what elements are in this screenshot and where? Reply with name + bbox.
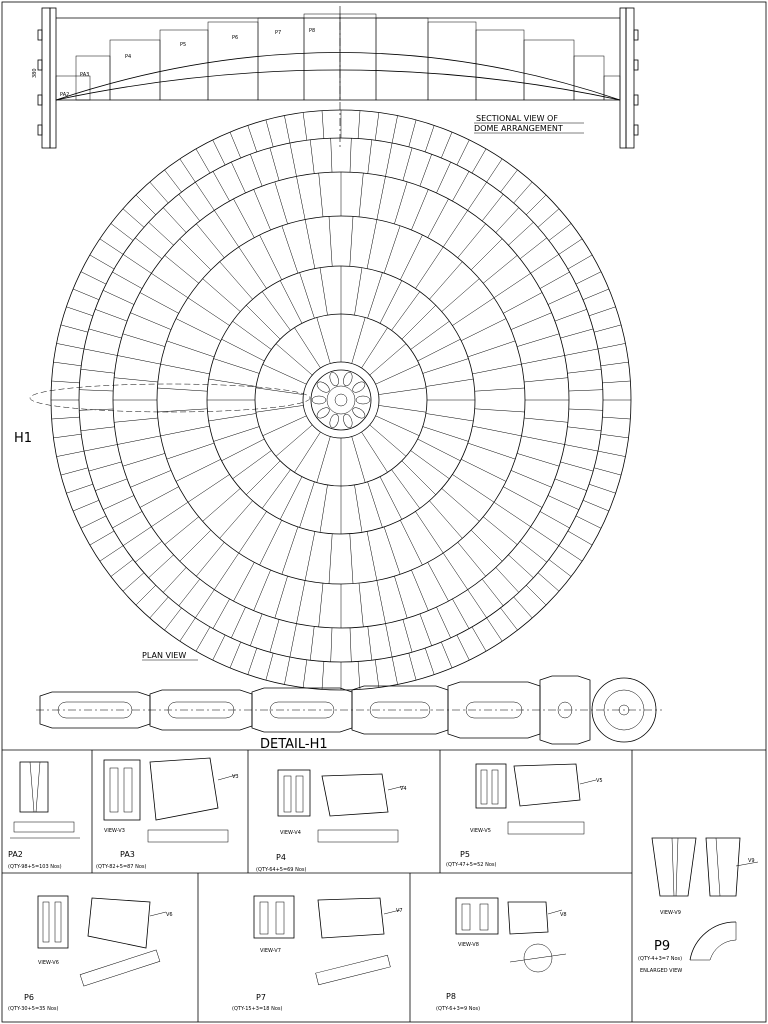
segment-label-p5: P5 [180,42,186,48]
segment-label-p8: P8 [309,28,315,34]
part-cell-p4: V4 VIEW-V4 P4 (QTY-64+5=69 Nos) [256,769,407,873]
detail-title: DETAIL-H1 [260,737,328,752]
part-view-p6: VIEW-V6 [38,960,59,966]
dome-inner-arc [55,69,621,101]
part-arrow-p8: V8 [560,912,567,918]
part-arrow-pa3: V3 [232,774,239,780]
right-flange-outer [625,7,635,149]
segment-label-p7: P7 [275,30,281,36]
section-height-dim: 380 [32,68,38,78]
part-name-pa2: PA2 [8,850,23,859]
part-cell-p9: V9 VIEW-V9 P9 (QTY-4+3=7 Nos) ENLARGED V… [638,837,759,974]
part-arrow-p9: V9 [748,858,755,864]
part-view-p4: VIEW-V4 [280,830,301,836]
part-qty-p5: (QTY-47+5=52 Nos) [446,862,496,868]
part-arrow-p6: V6 [166,912,173,918]
plan-ring [302,361,380,439]
detail-hub-circle [591,677,657,743]
part-name-p6: P6 [24,993,34,1002]
detail-h1-callout [29,383,311,413]
part-cell-pa2: PA2 (QTY-98+5=103 Nos) [8,761,80,870]
part-qty-pa3: (QTY-82+5=87 Nos) [96,864,146,870]
part-view-p8: VIEW-V8 [458,942,479,948]
segment-label-p4: P4 [125,54,131,60]
part-view-p7: VIEW-V7 [260,948,281,954]
part-qty-p8: (QTY-6+3=9 Nos) [436,1006,480,1012]
part-qty-p4: (QTY-64+5=69 Nos) [256,867,306,873]
part-cell-p6: V6 VIEW-V6 P6 (QTY-30+5=35 Nos) [8,895,173,1012]
part-name-p4: P4 [276,853,286,862]
part-name-p9: P9 [654,939,670,954]
part-note-p9: ENLARGED VIEW [640,968,682,974]
part-view-p5: VIEW-V5 [470,828,491,834]
segment-label-pa2: PA2 [60,92,69,98]
part-name-p7: P7 [256,993,266,1002]
part-cell-p5: V5 VIEW-V5 P5 (QTY-47+5=52 Nos) [446,763,603,868]
plan-view-title: PLAN VIEW [142,651,186,660]
part-name-p5: P5 [460,850,470,859]
detail-h1: DETAIL-H1 [36,675,662,752]
left-flange [41,7,51,149]
detail-segment-profiles [39,675,591,745]
plan-block-divisions [51,110,631,690]
central-hub [310,369,372,431]
part-qty-pa2: (QTY-98+5=103 Nos) [8,864,62,870]
dome-segments [55,13,621,101]
part-cell-p7: V7 VIEW-V7 P7 (QTY-15+3=18 Nos) [232,895,403,1012]
plan-ring [78,137,604,663]
sectional-view: PA2 PA3 P4 P5 P6 P7 P8 380 SECTIONAL VIE… [32,6,639,150]
left-flange-inner [49,7,57,149]
part-qty-p9: (QTY-4+3=7 Nos) [638,956,682,962]
plan-view: H1 PLAN VIEW [14,109,632,691]
section-title-line1: SECTIONAL VIEW OF [476,114,558,123]
segment-label-p6: P6 [232,35,238,41]
p9-arc-outer [689,921,737,961]
parts-table [2,749,766,1022]
part-arrow-p7: V7 [396,908,403,914]
part-view-pa3: VIEW-V3 [104,828,125,834]
segment-label-pa3: PA3 [80,72,89,78]
right-flange [619,7,627,149]
part-view-p9: VIEW-V9 [660,910,681,916]
dome-outer-arc [55,52,621,101]
part-arrow-p5: V5 [596,778,603,784]
detail-marker-h1: H1 [14,431,32,446]
part-name-pa3: PA3 [120,850,135,859]
part-arrow-p4: V4 [400,786,407,792]
part-cell-pa3: V3 VIEW-V3 PA3 (QTY-82+5=87 Nos) [96,757,239,870]
part-qty-p7: (QTY-15+3=18 Nos) [232,1006,282,1012]
part-name-p8: P8 [446,992,456,1001]
section-title-line2: DOME ARRANGEMENT [474,124,563,133]
part-cell-p8: V8 VIEW-V8 P8 (QTY-6+3=9 Nos) [436,897,567,1012]
part-qty-p6: (QTY-30+5=35 Nos) [8,1006,58,1012]
